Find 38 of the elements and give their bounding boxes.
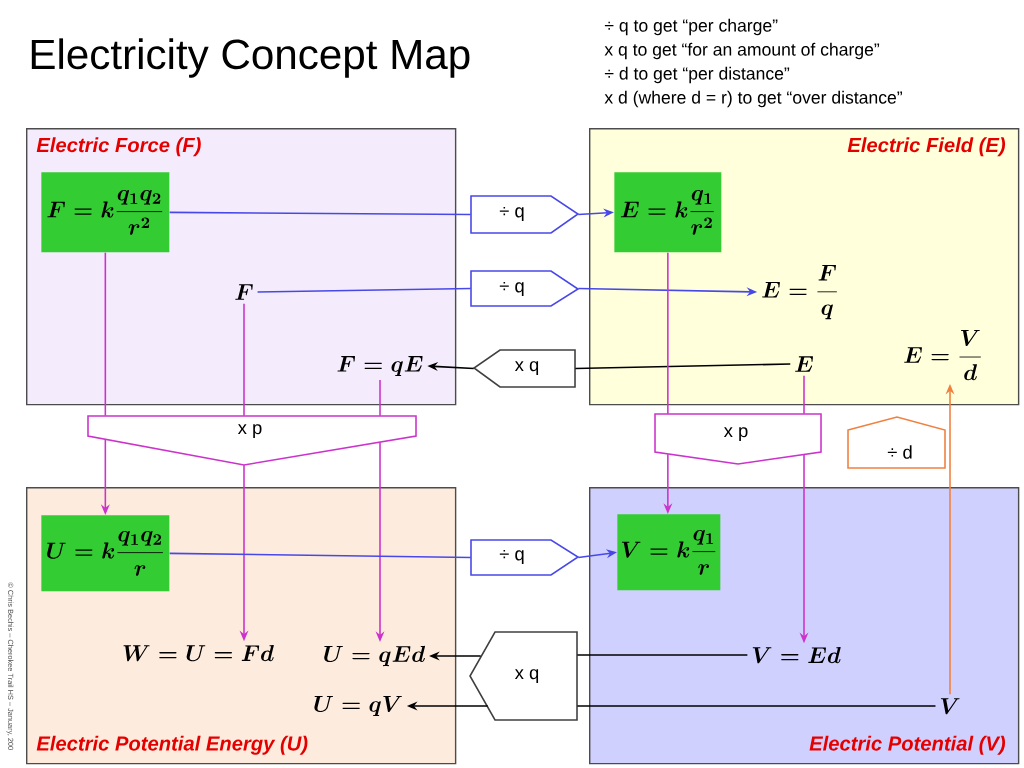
operator-tag: ÷ d (847, 416, 946, 469)
connector-line (574, 363, 792, 370)
formula: $E = \frac{V}{d}$ (904, 330, 981, 381)
connector-line (576, 705, 937, 707)
formula-box: $F = k\frac{q_1q_2}{r^2}$ (41, 172, 170, 253)
connector-line (168, 552, 472, 559)
connector-line (803, 374, 805, 415)
formula: $F = qE$ (337, 356, 423, 377)
formula-box: $V = k\frac{q_1}{r}$ (617, 514, 721, 591)
note: ÷ q to get “per charge” (604, 18, 778, 36)
operator-tag: x p (87, 415, 417, 466)
connector-line (104, 251, 107, 417)
note: x d (where d = r) to get “over distance” (604, 90, 902, 108)
formula: $E = \frac{F}{q}$ (762, 264, 837, 320)
note: ÷ d to get “per distance” (604, 66, 790, 84)
connector-line (576, 654, 749, 656)
operator-tag: ÷ q (470, 539, 580, 576)
operator-tag: x q (472, 349, 576, 388)
formula-box: $U = k\frac{q_1q_2}{r}$ (41, 515, 170, 592)
operator-tag: x p (654, 413, 822, 465)
formula: $U = qV$ (314, 695, 402, 717)
operator-tag: x q (469, 631, 578, 721)
formula: $V$ (940, 698, 960, 715)
connector-line (256, 287, 472, 293)
formula: $U = qEd$ (324, 645, 426, 667)
formula: $F$ (235, 284, 253, 300)
formula: $W = U = Fd$ (123, 645, 274, 662)
formula: $E$ (795, 356, 813, 372)
connector-line (667, 251, 669, 415)
connector-line (379, 379, 381, 417)
formula: $V = Ed$ (752, 647, 841, 664)
operator-tag: ÷ q (470, 195, 580, 234)
connector-line (168, 211, 472, 216)
title: Electricity Concept Map (31, 38, 470, 78)
connector-line (243, 302, 245, 417)
note: x q to get “for an amount of charge” (604, 42, 880, 60)
formula-box: $E = k\frac{q_1}{r^2}$ (614, 172, 722, 253)
operator-tag: ÷ q (470, 270, 580, 307)
